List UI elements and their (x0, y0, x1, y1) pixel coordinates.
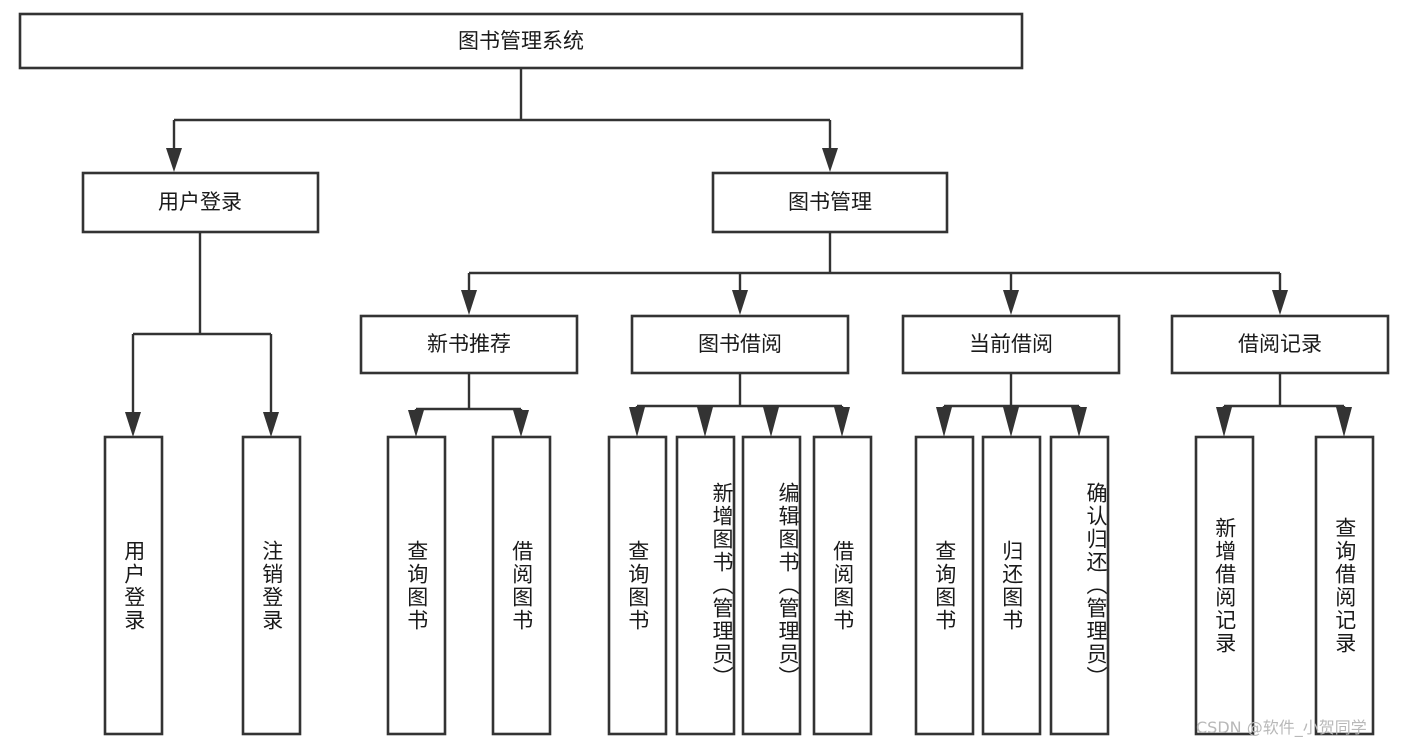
leaf-box-user-login[interactable] (103, 435, 164, 736)
arrow-head-leaf-user-login (125, 412, 141, 437)
node-user-login-box[interactable] (81, 171, 320, 234)
node-book-management-box[interactable] (711, 171, 949, 234)
node-borrow-record-box[interactable] (1170, 314, 1390, 375)
leaf-box-add-book[interactable] (675, 435, 736, 736)
node-book-borrow[interactable]: 图书借阅 (630, 314, 850, 375)
node-new-book-recommend[interactable]: 新书推荐 (359, 314, 579, 375)
node-user-login-label: 用户登录 (158, 190, 242, 214)
arrow-head-current-borrow (1003, 290, 1019, 315)
node-user-login[interactable]: 用户登录 (81, 171, 320, 234)
leaf-box-return-book[interactable] (981, 435, 1042, 736)
leaf-box-add-record[interactable] (1194, 435, 1255, 736)
node-borrow-record[interactable]: 借阅记录 (1170, 314, 1390, 375)
leaf-box-user-logout[interactable] (241, 435, 302, 736)
node-book-management-label: 图书管理 (788, 190, 872, 214)
arrow-head-leaf-add-record (1216, 407, 1232, 437)
node-current-borrow[interactable]: 当前借阅 (901, 314, 1121, 375)
connector-user-login-trunk (131, 232, 273, 415)
leaf-box-query-book-3[interactable] (914, 435, 975, 736)
connector-group-user-login (125, 232, 279, 437)
arrow-head-leaf-user-logout (263, 412, 279, 437)
connector-group-root (166, 68, 838, 172)
arrow-head-book-borrow (732, 290, 748, 315)
arrow-head-leaf-borrow-book-1 (513, 410, 529, 437)
connector-group-book-management (461, 232, 1288, 315)
connector-group-book-borrow (629, 373, 850, 437)
connector-root-trunk (172, 68, 832, 150)
node-borrow-record-label: 借阅记录 (1238, 332, 1322, 356)
node-book-management[interactable]: 图书管理 (711, 171, 949, 234)
arrow-head-leaf-confirm-return (1071, 407, 1087, 437)
node-root[interactable]: 图书管理系统 (18, 12, 1024, 70)
leaf-box-borrow-book-1[interactable] (491, 435, 552, 736)
arrow-head-leaf-borrow-book-2 (834, 407, 850, 437)
node-new-book-recommend-label: 新书推荐 (427, 332, 511, 356)
leaf-box-confirm-return[interactable] (1049, 435, 1110, 736)
node-book-borrow-box[interactable] (630, 314, 850, 375)
connector-book-borrow-trunk (635, 373, 844, 412)
connector-group-current-borrow (936, 373, 1087, 437)
node-current-borrow-box[interactable] (901, 314, 1121, 375)
arrow-head-leaf-query-book-3 (936, 407, 952, 437)
arrow-head-leaf-query-book-2 (629, 407, 645, 437)
leaf-box-group (103, 435, 1375, 736)
connector-new-book-recommend-trunk (414, 373, 523, 415)
arrow-head-leaf-return-book (1003, 407, 1019, 437)
connector-group-new-book-recommend (408, 373, 529, 437)
connector-current-borrow-trunk (942, 373, 1081, 412)
connector-borrow-record-trunk (1222, 373, 1346, 412)
leaf-box-edit-book[interactable] (741, 435, 802, 736)
connector-book-management-trunk (467, 232, 1282, 292)
node-new-book-recommend-box[interactable] (359, 314, 579, 375)
leaf-box-query-record[interactable] (1314, 435, 1375, 736)
arrow-head-book-management (822, 148, 838, 172)
arrow-head-user-login (166, 148, 182, 172)
csdn-watermark: CSDN @软件_小贺同学 (1196, 718, 1367, 737)
arrow-head-leaf-edit-book (763, 407, 779, 437)
connector-group-borrow-record (1216, 373, 1352, 437)
node-current-borrow-label: 当前借阅 (969, 332, 1053, 356)
leaf-box-query-book-1[interactable] (386, 435, 447, 736)
arrow-head-borrow-record (1272, 290, 1288, 315)
node-root-label: 图书管理系统 (458, 29, 584, 53)
arrow-head-leaf-add-book (697, 407, 713, 437)
arrow-head-leaf-query-book-1 (408, 410, 424, 437)
arrow-head-new-book-recommend (461, 290, 477, 315)
node-root-box[interactable] (18, 12, 1024, 70)
leaf-box-borrow-book-2[interactable] (812, 435, 873, 736)
node-book-borrow-label: 图书借阅 (698, 332, 782, 356)
leaf-box-query-book-2[interactable] (607, 435, 668, 736)
arrow-head-leaf-query-record (1336, 407, 1352, 437)
